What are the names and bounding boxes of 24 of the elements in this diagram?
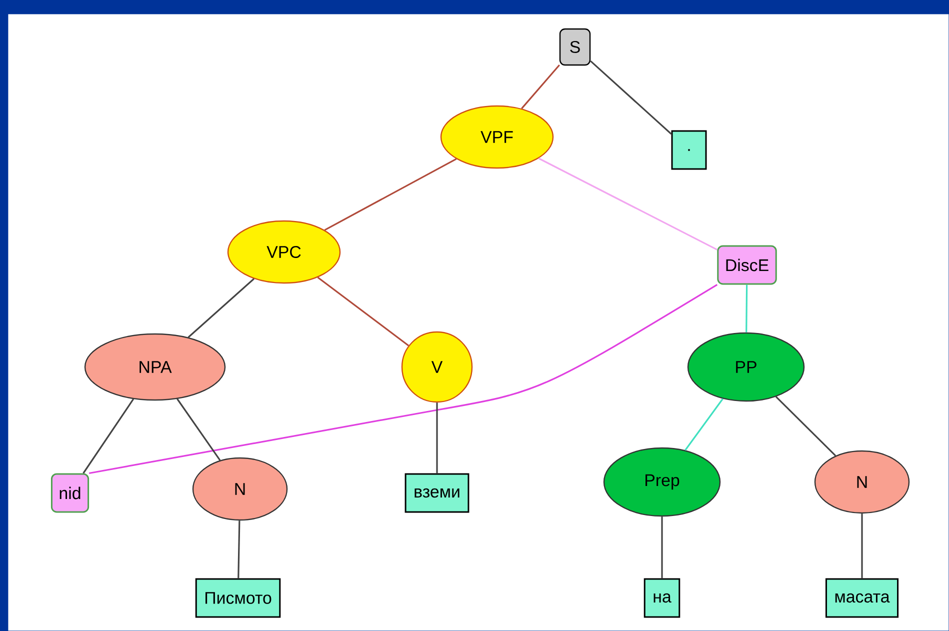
tree-branch [684, 398, 724, 451]
root-box: S [559, 28, 591, 66]
label-box: DiscE [717, 245, 777, 285]
tree-branch [746, 284, 748, 332]
word-box: Писмото [195, 578, 281, 618]
tree-branch [238, 520, 240, 578]
tree-branch [521, 64, 560, 110]
tree-branch [538, 158, 718, 250]
tree-branch [775, 396, 836, 456]
tree-branch [188, 278, 254, 338]
tree-branch [82, 398, 134, 474]
tree-branch [324, 158, 457, 231]
word-box: вземи [404, 473, 470, 513]
tree-branch [88, 284, 718, 474]
label-box: nid [50, 473, 90, 513]
tree-branch [590, 60, 672, 135]
tree-branch [661, 516, 663, 578]
word-box: . [671, 130, 707, 170]
tree-branch [861, 514, 863, 578]
word-box: на [644, 578, 680, 618]
word-box: масата [825, 578, 899, 618]
tree-branch [176, 398, 221, 461]
tree-branch [436, 402, 438, 474]
tree-branch [317, 276, 410, 346]
